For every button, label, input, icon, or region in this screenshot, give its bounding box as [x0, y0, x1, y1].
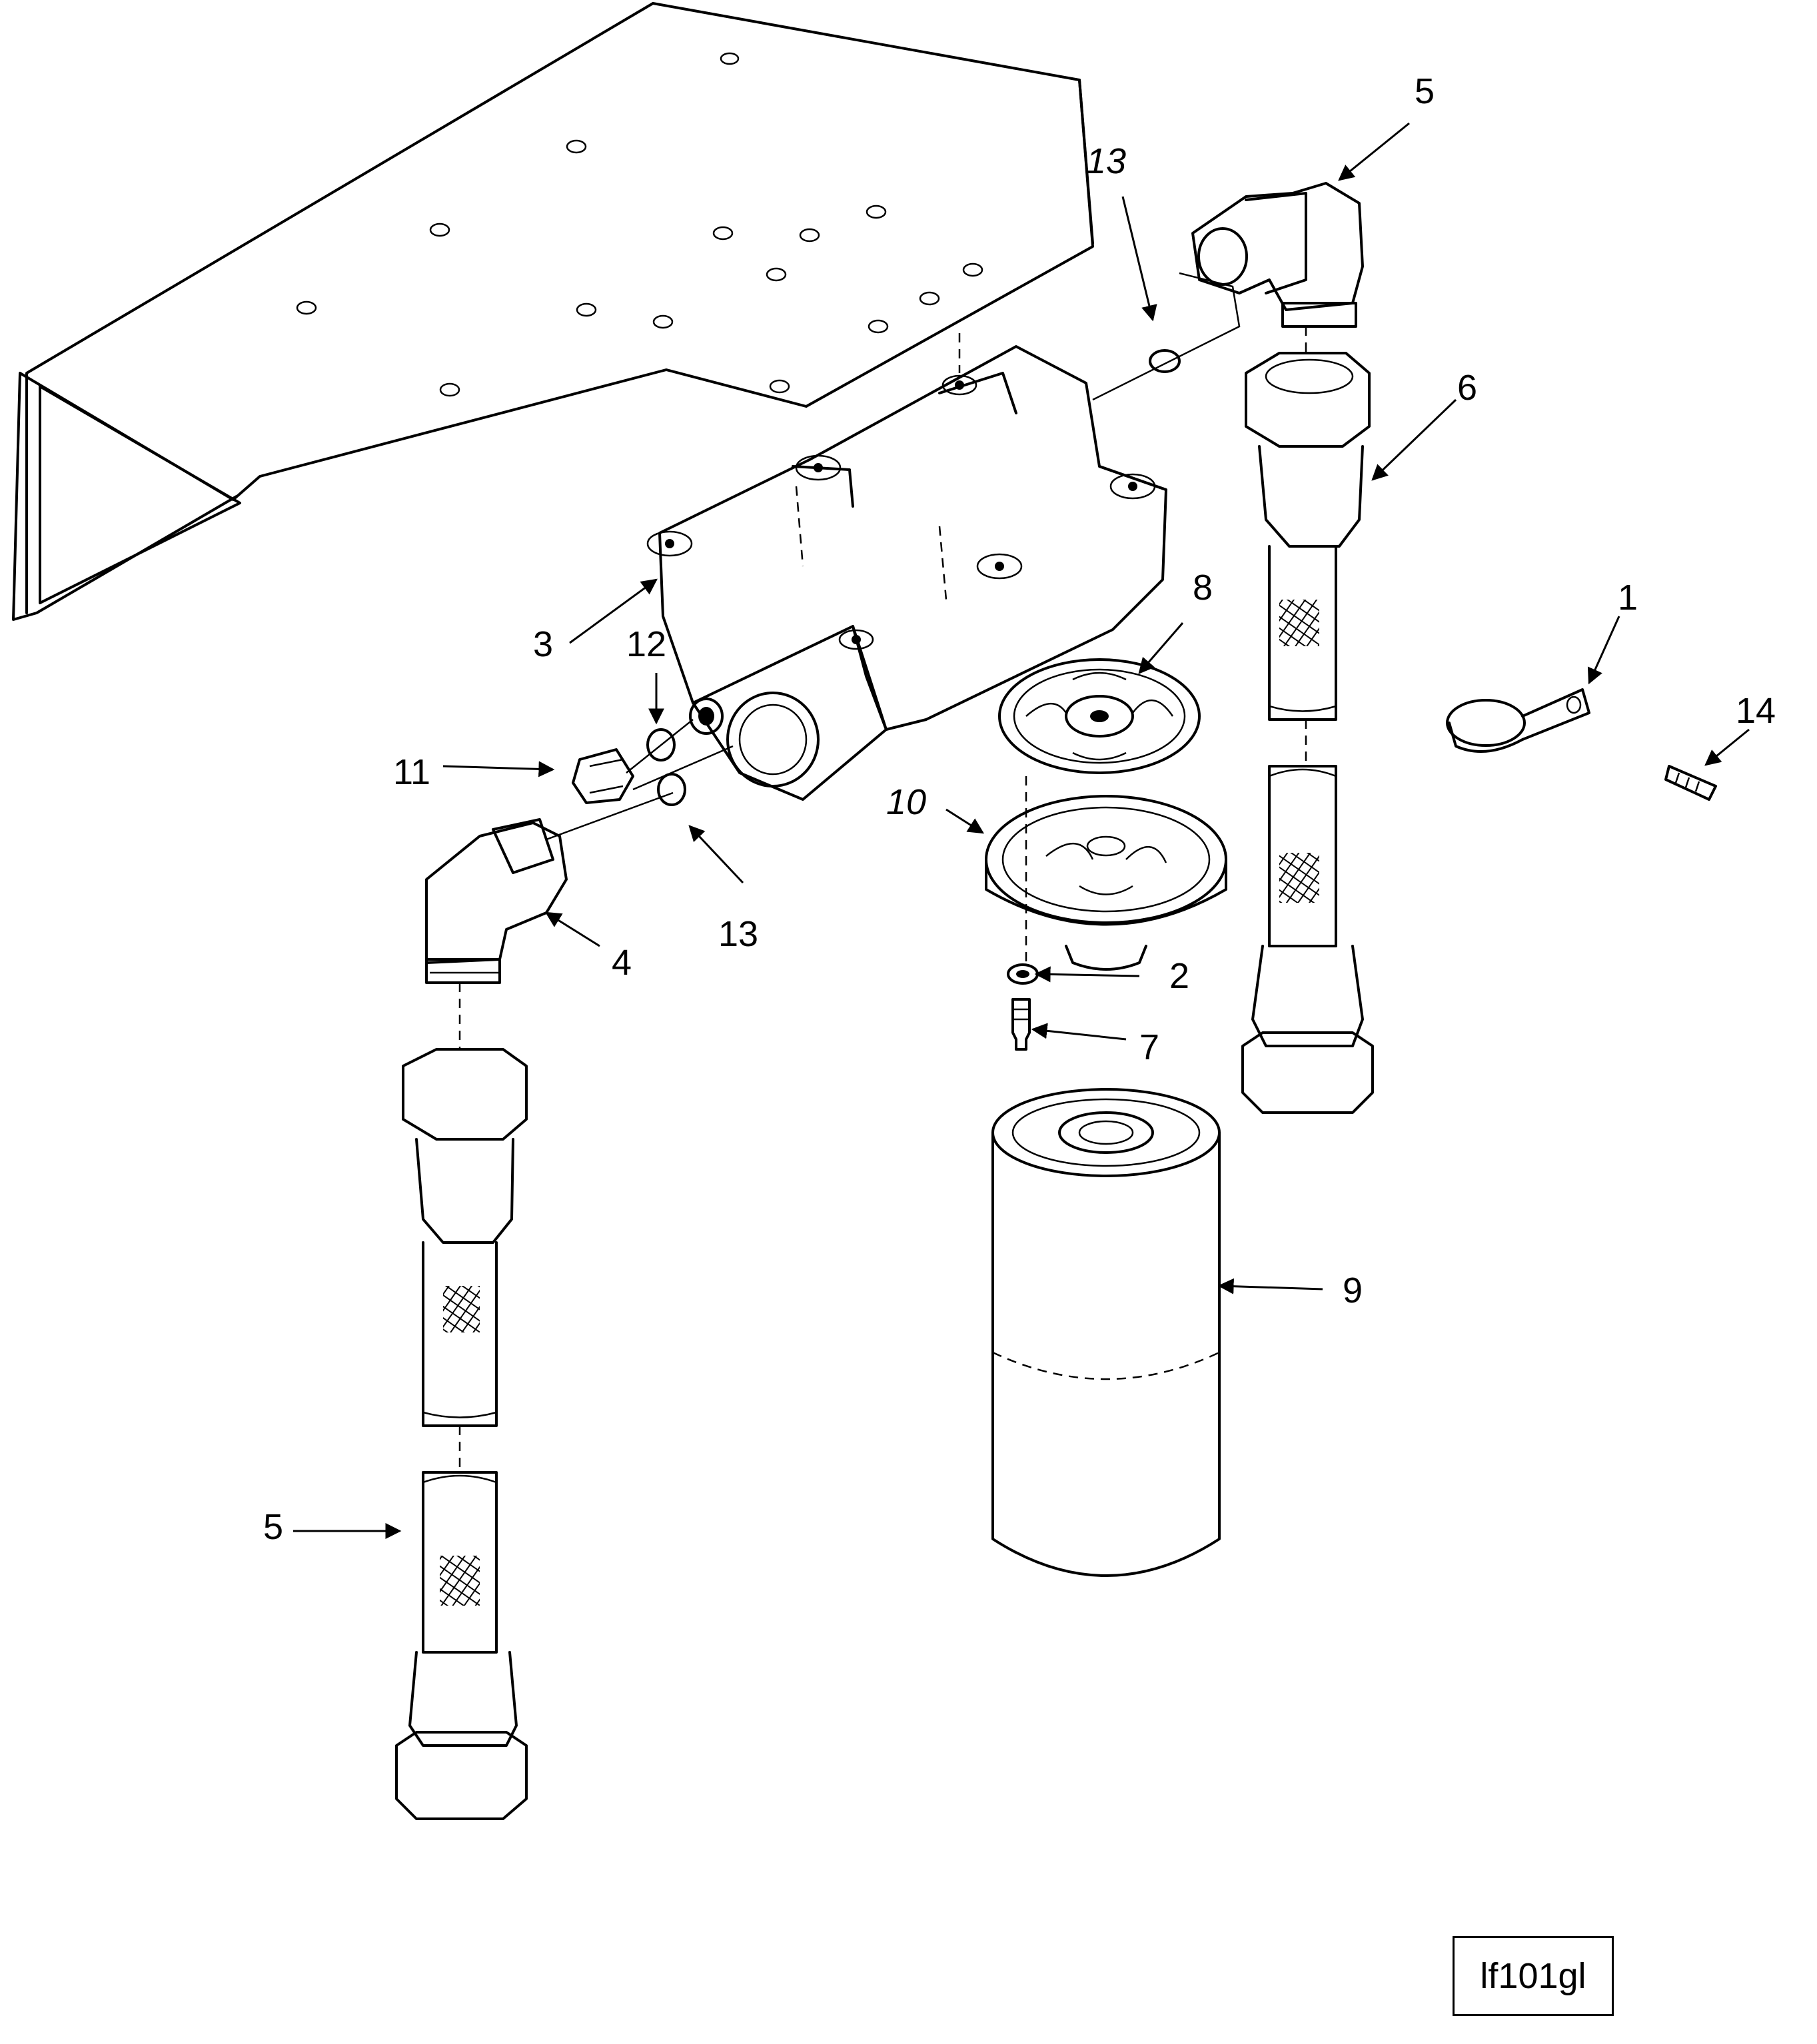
- filter-head: [646, 333, 1167, 801]
- callout-14: 14: [1736, 691, 1776, 731]
- filter-adapter: [985, 795, 1227, 971]
- callout-12: 12: [626, 624, 666, 664]
- mounting-bracket: [12, 2, 1094, 621]
- callout-13-top: 13: [1086, 141, 1126, 181]
- o-ring-13-lower: [657, 773, 686, 806]
- drawing-reference-code: lf101gl: [1453, 1936, 1614, 2016]
- gasket: [998, 658, 1201, 774]
- washer: [1007, 963, 1039, 985]
- hose-assembly-left: [395, 983, 528, 1820]
- elbow-fitting-lower: [425, 818, 568, 984]
- callout-7: 7: [1139, 1027, 1159, 1067]
- plug: [572, 748, 634, 804]
- callout-11: 11: [393, 752, 430, 792]
- leader-lines: [293, 122, 1750, 1539]
- screw: [1664, 765, 1717, 801]
- bolt: [1011, 998, 1031, 1051]
- callout-4: 4: [612, 943, 632, 983]
- hose-clamp: [1446, 688, 1590, 753]
- callout-1: 1: [1618, 578, 1638, 618]
- filter-cartridge: [991, 1088, 1221, 1577]
- elbow-fitting-upper: [1191, 182, 1364, 328]
- callout-5-bottom: 5: [263, 1507, 283, 1547]
- callout-8: 8: [1193, 568, 1213, 608]
- hose-assembly-right: [1241, 326, 1374, 1114]
- o-ring-13-upper: [1149, 349, 1181, 373]
- bracket-holes: [296, 52, 983, 397]
- callout-labels: 1 2 3 4 5 5 6 7 8 9 10 11 12 13 13 14: [263, 71, 1776, 1547]
- callout-9: 9: [1343, 1271, 1363, 1310]
- callout-13-bottom: 13: [718, 914, 758, 954]
- callout-10: 10: [886, 782, 926, 822]
- callout-6: 6: [1457, 368, 1477, 408]
- callout-5-top: 5: [1415, 71, 1435, 111]
- o-ring-12: [646, 728, 676, 762]
- callout-2: 2: [1169, 956, 1189, 996]
- callout-3: 3: [533, 624, 553, 664]
